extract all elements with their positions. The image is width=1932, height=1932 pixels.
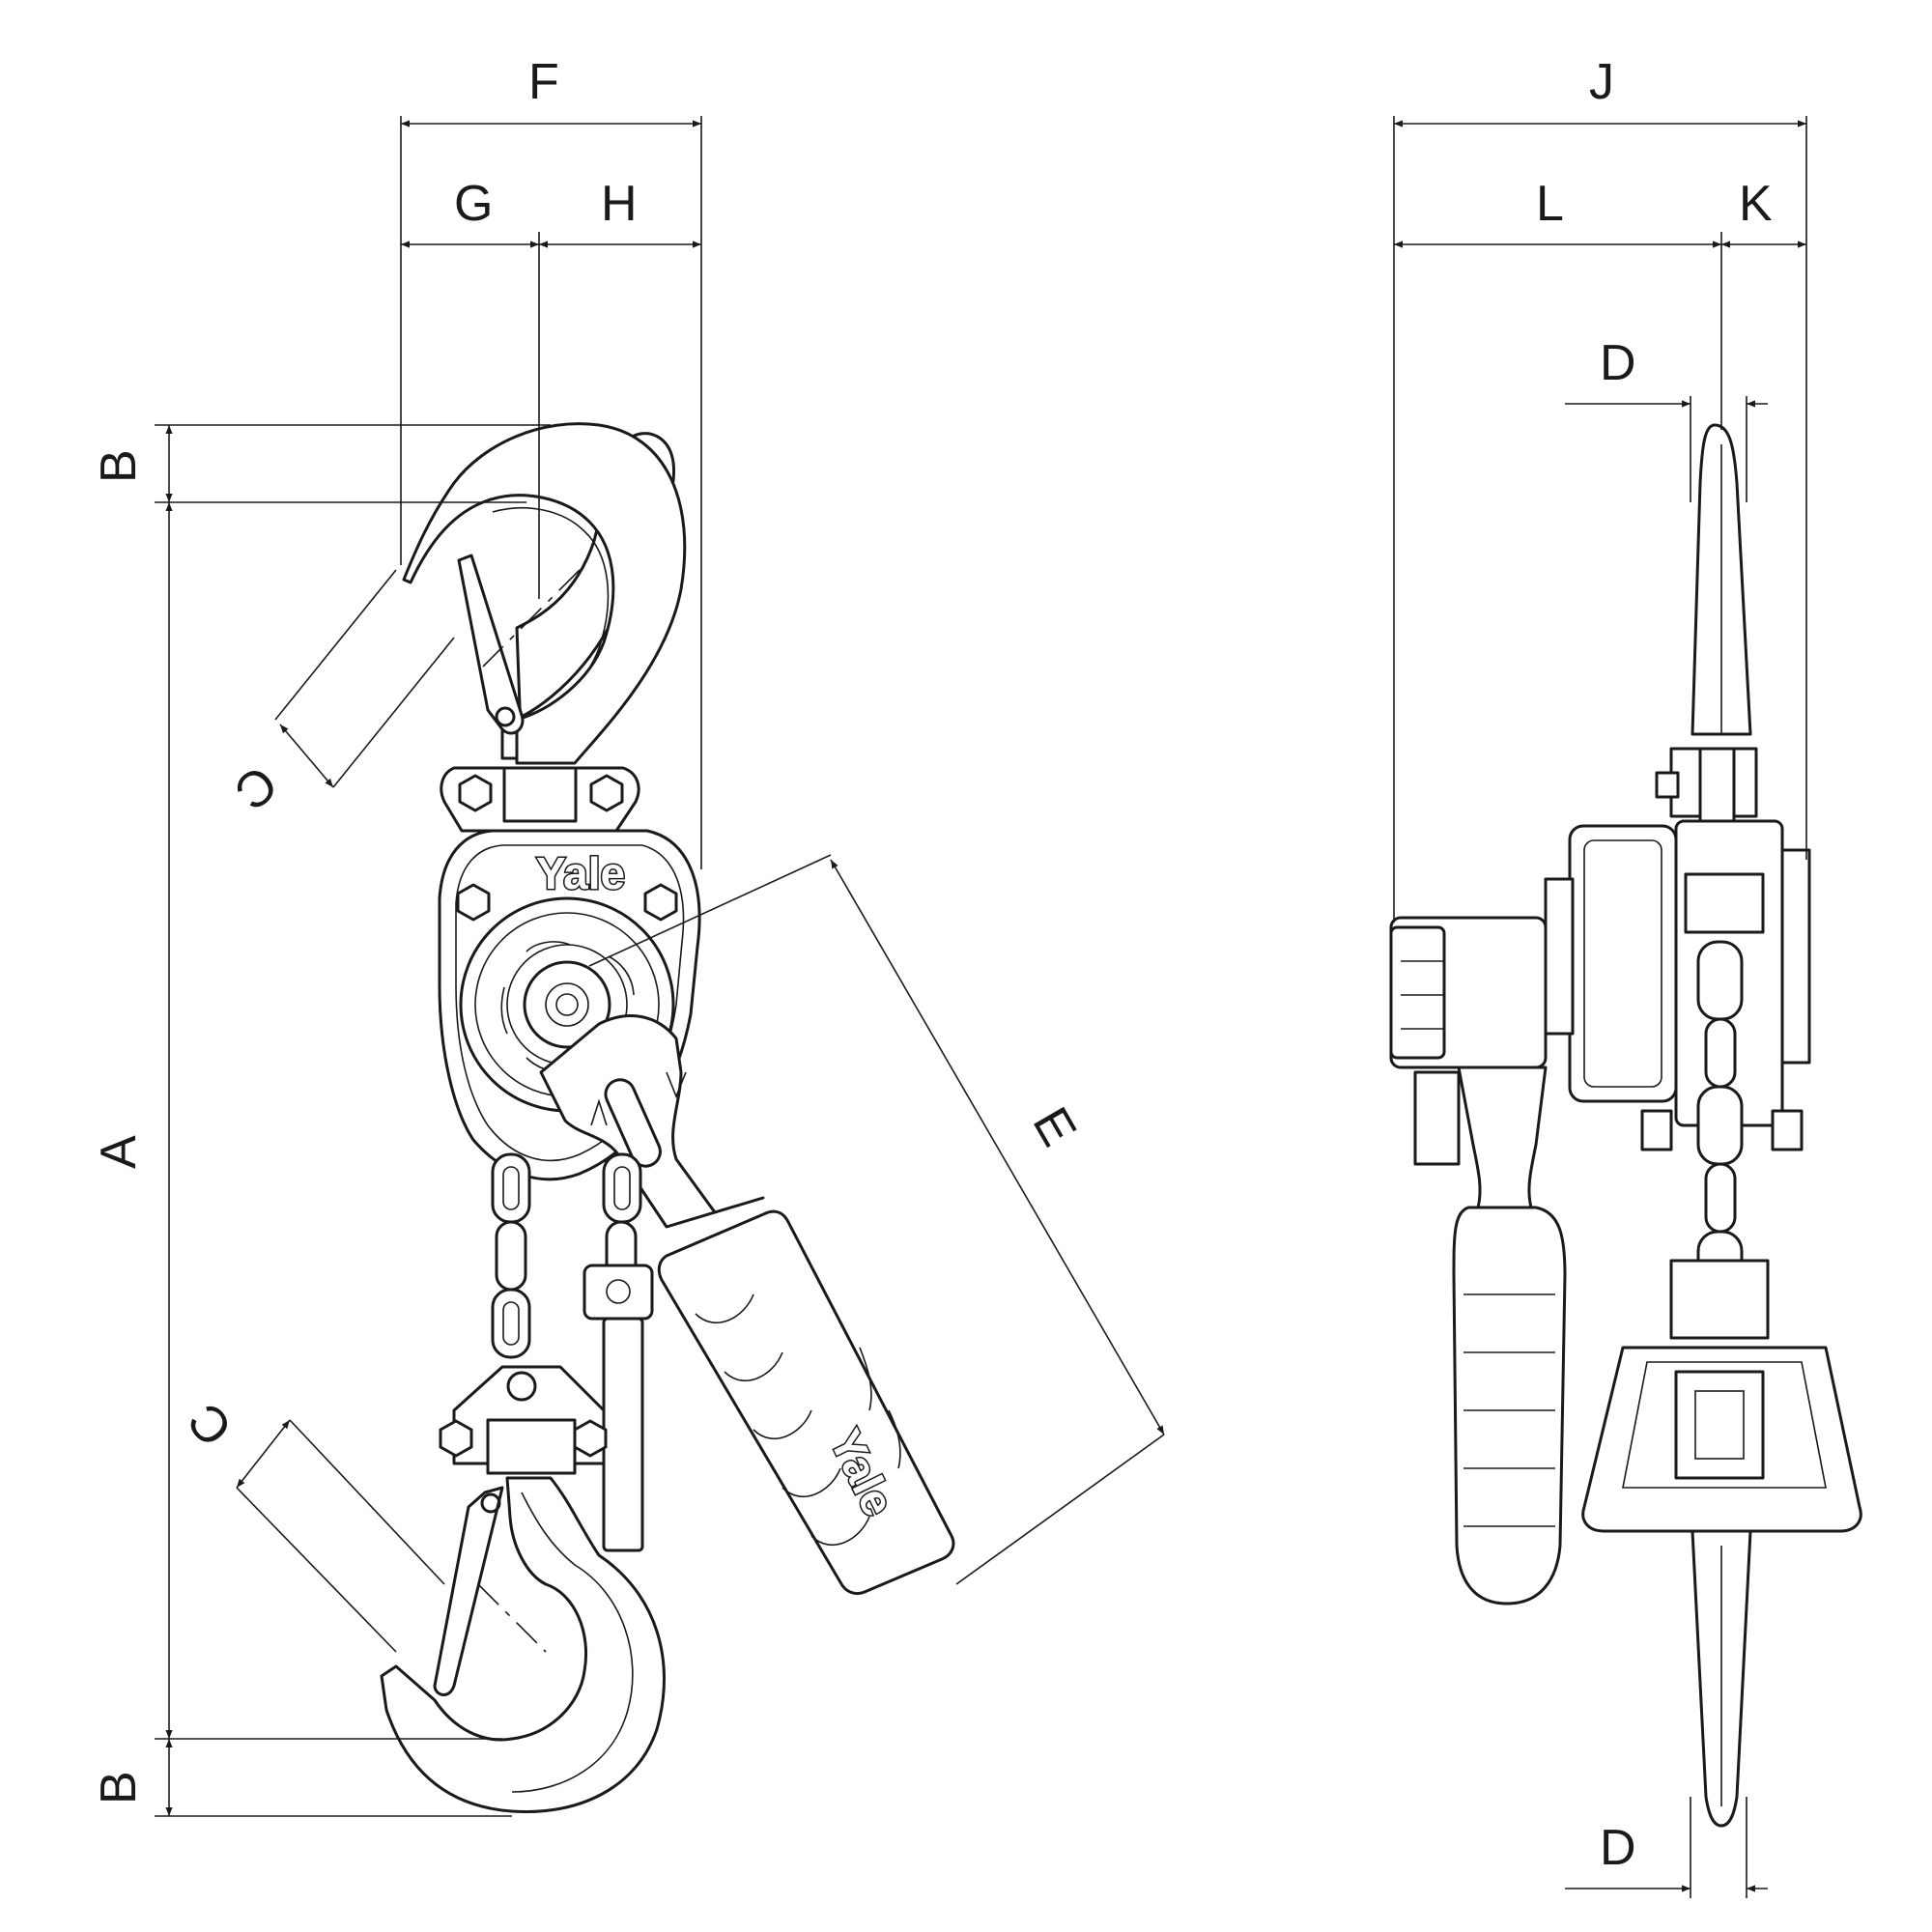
dim-label-B-top: B (91, 449, 147, 483)
bottom-hook (380, 1476, 666, 1814)
dim-label-D-top: D (1600, 335, 1636, 391)
dim-label-G: G (454, 176, 493, 232)
top-bracket (440, 766, 640, 833)
front-view: Yale Yale (380, 422, 955, 1814)
load-chain-front (491, 1152, 654, 1552)
dim-label-E: E (1022, 1098, 1088, 1155)
bottom-block (439, 1365, 608, 1475)
lever-handle: Yale (539, 1014, 955, 1596)
dim-label-L: L (1536, 176, 1564, 232)
dim-label-C-top: C (224, 754, 288, 821)
hoist-body: Yale (438, 829, 701, 1181)
dim-label-D-bottom: D (1600, 1820, 1636, 1876)
dim-label-K: K (1739, 176, 1773, 232)
dim-label-H: H (601, 176, 638, 232)
dim-label-C-bottom: C (178, 1393, 244, 1457)
side-view (1389, 423, 1862, 1828)
dim-label-F: F (528, 54, 559, 110)
dim-label-B-bottom: B (91, 1771, 147, 1804)
top-hook (402, 422, 687, 765)
dim-label-A: A (91, 1135, 147, 1169)
dim-label-J: J (1589, 54, 1614, 110)
body-logo: Yale (536, 848, 625, 898)
